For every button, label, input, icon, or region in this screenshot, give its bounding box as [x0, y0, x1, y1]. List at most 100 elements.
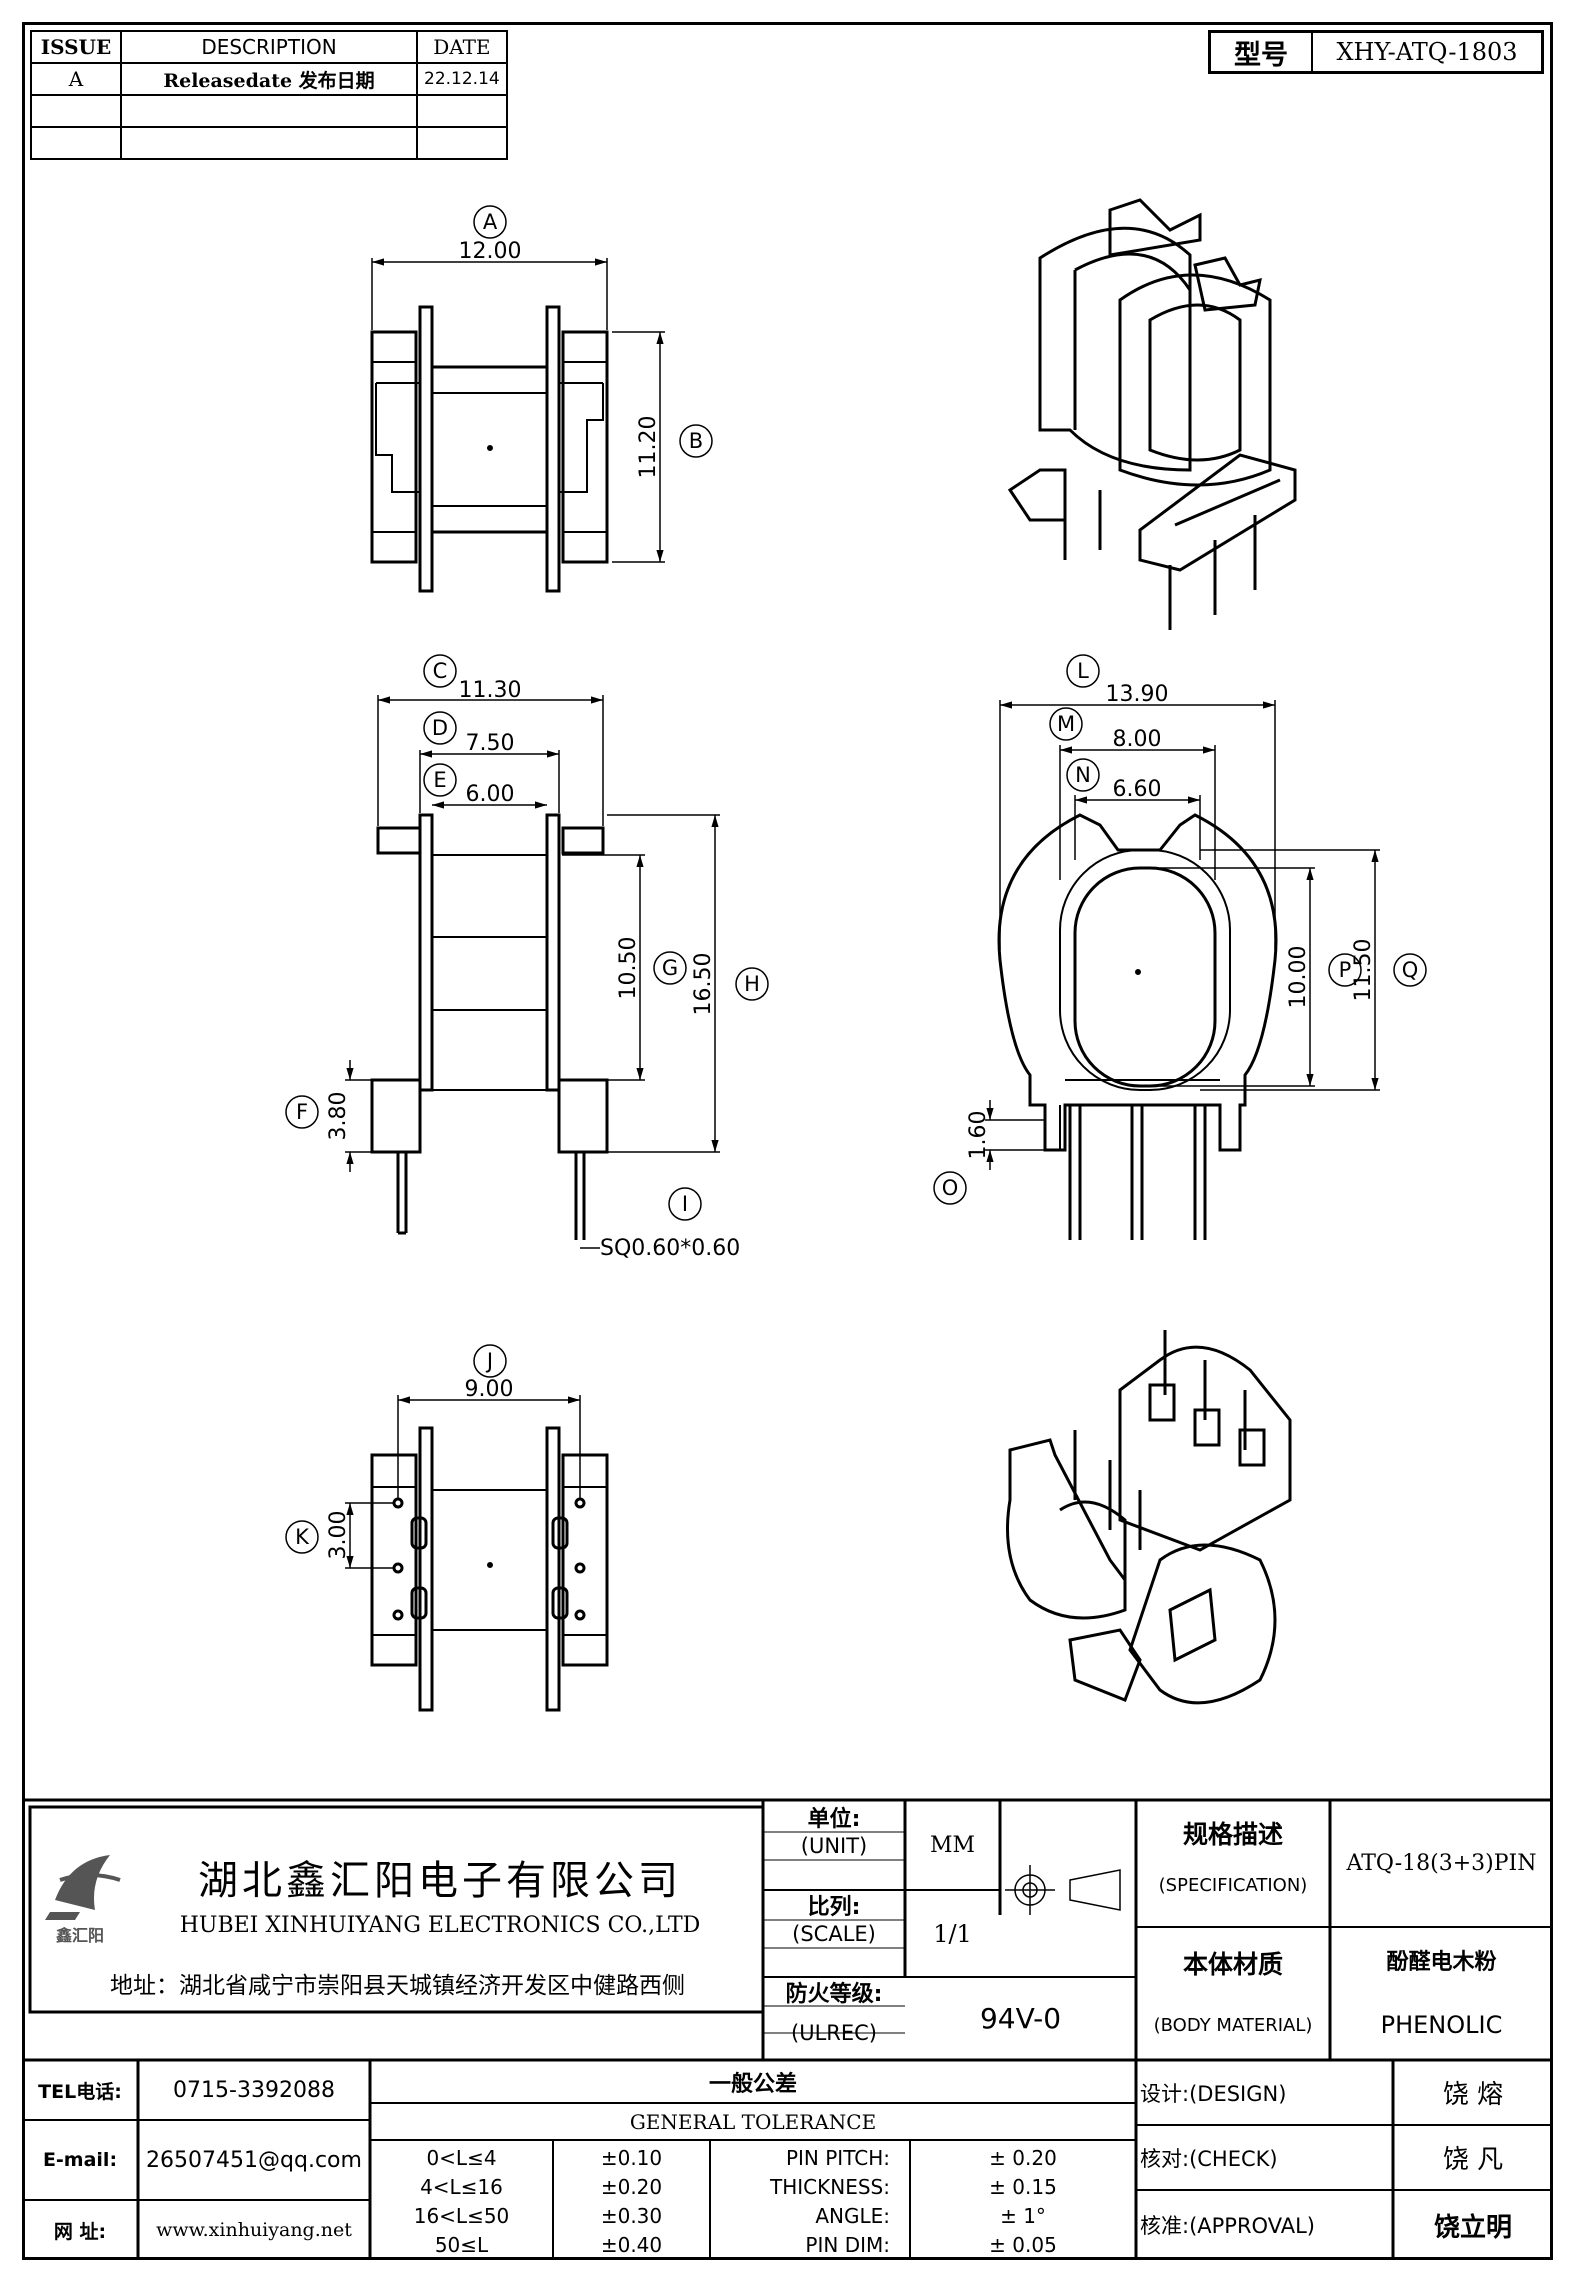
balloon-E: E — [433, 768, 446, 792]
material-label-cn: 本体材质 — [1182, 1949, 1283, 1979]
dim-G-value: 10.50 — [616, 937, 641, 1000]
approver-name: 饶立明 — [1433, 2212, 1512, 2243]
logo-text: 鑫汇阳 — [55, 1926, 104, 1945]
tolerance-item: ANGLE: — [815, 2203, 890, 2228]
balloon-P: P — [1339, 958, 1352, 982]
model-label: 型号 — [1211, 33, 1313, 71]
tolerance-value: ±0.40 — [600, 2232, 663, 2257]
scale-label-en: (SCALE) — [792, 1922, 876, 1946]
tolerance-title-cn: 一般公差 — [708, 2071, 797, 2097]
dim-I-value: SQ0.60*0.60 — [600, 1236, 740, 1261]
rev-empty-cell — [30, 126, 122, 160]
tolerance-range: 16<L≤50 — [413, 2203, 510, 2228]
tolerance-item-value: ± 1° — [1000, 2203, 1046, 2228]
dim-J-value: 9.00 — [465, 1377, 514, 1402]
drawing-frame — [22, 22, 1553, 2260]
material-label-en: (BODY MATERIAL) — [1153, 2014, 1313, 2036]
tolerance-item-value: ± 0.05 — [989, 2232, 1057, 2257]
rev-date: 22.12.14 — [416, 62, 508, 96]
fire-label-cn: 防火等级: — [785, 1981, 883, 2007]
dim-M-value: 8.00 — [1113, 727, 1162, 752]
dim-D-value: 7.50 — [466, 731, 515, 756]
balloon-F: F — [296, 1100, 308, 1124]
tolerance-item: THICKNESS: — [770, 2174, 890, 2199]
balloon-D: D — [432, 716, 448, 740]
company-address: 地址：湖北省咸宁市崇阳县天城镇经济开发区中健路西侧 — [110, 1973, 685, 1999]
bottom-view — [370, 1426, 609, 1712]
scale-label-cn: 比列: — [807, 1895, 861, 1920]
approval-label: 核准:(APPROVAL) — [1140, 2214, 1315, 2238]
balloon-J: J — [485, 1349, 493, 1373]
fire-rating-value: 94V-0 — [979, 2002, 1062, 2035]
dim-B-value: 11.20 — [636, 416, 661, 479]
side-view — [997, 813, 1278, 1240]
tel-label: TEL电话: — [38, 2080, 122, 2103]
spec-label-en: (SPECIFICATION) — [1158, 1874, 1308, 1896]
balloon-N: N — [1075, 763, 1091, 787]
dim-K-value: 3.00 — [326, 1511, 351, 1560]
fire-label-en: (ULREC) — [791, 2021, 877, 2045]
model-box: 型号 XHY-ATQ-1803 — [1208, 30, 1544, 74]
unit-value: MM — [929, 1832, 976, 1858]
tolerance-value: ±0.10 — [600, 2145, 663, 2170]
tolerance-range: 50≤L — [434, 2232, 489, 2257]
material-value-cn: 酚醛电木粉 — [1386, 1950, 1497, 1975]
tolerance-range: 4<L≤16 — [420, 2174, 503, 2199]
rev-empty-cell — [120, 126, 418, 160]
company-name-en: HUBEI XINHUIYANG ELECTRONICS CO.,LTD — [179, 1912, 701, 1938]
designer-name: 饶 熔 — [1442, 2080, 1504, 2110]
top-view — [370, 305, 609, 593]
spec-label-cn: 规格描述 — [1182, 1819, 1283, 1849]
dim-C-value: 11.30 — [459, 678, 522, 703]
dim-E-value: 6.00 — [466, 782, 515, 807]
email-value: 26507451@qq.com — [146, 2147, 362, 2173]
tolerance-item-value: ± 0.15 — [989, 2174, 1057, 2199]
rev-issue: A — [30, 62, 122, 96]
model-number: XHY-ATQ-1803 — [1336, 38, 1518, 66]
material-value-en: PHENOLIC — [1380, 2011, 1503, 2039]
rev-empty-cell — [416, 126, 508, 160]
email-label: E-mail: — [42, 2149, 118, 2171]
balloon-C: C — [433, 659, 448, 683]
balloon-K: K — [295, 1525, 310, 1549]
balloon-L: L — [1077, 659, 1089, 683]
tel-value: 0715-3392088 — [173, 2077, 335, 2103]
rev-header-date: DATE — [416, 30, 508, 64]
scale-value: 1/1 — [933, 1919, 972, 1948]
rev-empty-cell — [30, 94, 122, 128]
dim-L-value: 13.90 — [1106, 682, 1169, 707]
isometric-view-bottom — [1006, 1330, 1292, 1705]
tolerance-value: ±0.30 — [600, 2203, 663, 2228]
tolerance-title-en: GENERAL TOLERANCE — [629, 2109, 877, 2134]
balloon-Q: Q — [1402, 958, 1419, 982]
tolerance-item: PIN PITCH: — [785, 2145, 890, 2170]
dim-N-value: 6.60 — [1113, 777, 1162, 802]
website-label: 网 址: — [53, 2220, 107, 2243]
checker-name: 饶 凡 — [1442, 2145, 1504, 2175]
unit-label-en: (UNIT) — [800, 1834, 868, 1858]
rev-header-description: DESCRIPTION — [120, 30, 418, 64]
tolerance-range: 0<L≤4 — [426, 2145, 497, 2170]
dimension-lines — [345, 258, 1380, 1569]
dim-P-value: 10.00 — [1286, 946, 1311, 1009]
balloon-M: M — [1057, 712, 1075, 736]
tolerance-item-value: ± 0.20 — [989, 2145, 1057, 2170]
balloon-B: B — [689, 429, 703, 453]
rev-description: Releasedate 发布日期 — [120, 62, 418, 96]
website-value: www.xinhuiyang.net — [156, 2219, 352, 2241]
dim-H-value: 16.50 — [691, 953, 716, 1016]
dim-A-value: 12.00 — [459, 239, 522, 264]
front-view — [370, 813, 609, 1240]
spec-value: ATQ-18(3+3)PIN — [1346, 1851, 1537, 1876]
check-label: 核对:(CHECK) — [1140, 2146, 1278, 2171]
company-name-cn: 湖北鑫汇阳电子有限公司 — [198, 1858, 682, 1904]
revision-table: ISSUE DESCRIPTION DATE A Releasedate 发布日… — [30, 30, 508, 160]
rev-header-issue: ISSUE — [30, 30, 122, 64]
balloon-I: I — [682, 1192, 688, 1216]
dim-Q-value: 11.50 — [1351, 939, 1376, 1002]
rev-empty-cell — [416, 94, 508, 128]
rev-empty-cell — [120, 94, 418, 128]
balloon-H: H — [744, 972, 760, 996]
balloon-O: O — [942, 1176, 959, 1200]
unit-label-cn: 单位: — [807, 1807, 861, 1832]
